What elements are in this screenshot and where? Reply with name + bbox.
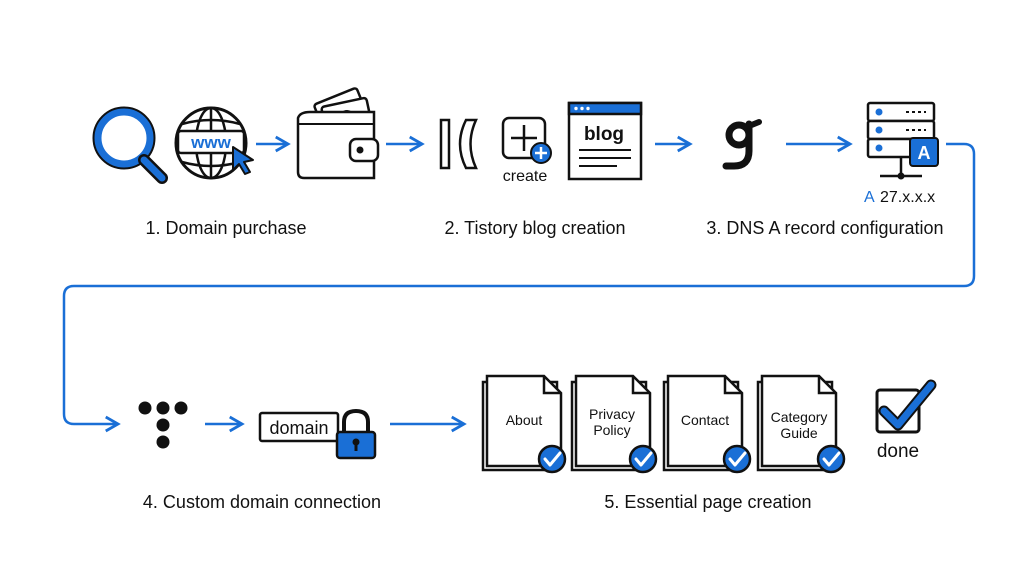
step-2-title: 2. Tistory blog creation [444, 218, 625, 238]
domain-lock-icon: domain [258, 408, 377, 460]
create-plus-icon [501, 116, 552, 164]
step-3-title: 3. DNS A record configuration [706, 218, 943, 238]
wallet-icon [296, 87, 380, 180]
create-label: create [503, 168, 548, 185]
step-4-title: 4. Custom domain connection [143, 492, 381, 512]
server-icon: A [866, 101, 939, 180]
done-checkbox-icon [875, 379, 937, 434]
magnifier-icon [92, 106, 168, 184]
tistory-logo-icon [439, 118, 478, 170]
done-label: done [877, 441, 919, 462]
step-5-title: 5. Essential page creation [604, 492, 811, 512]
a-record-type: A [864, 189, 875, 206]
blog-label: blog [584, 124, 624, 145]
globe-www-icon: www [174, 106, 254, 180]
blog-window-icon: blog [567, 101, 643, 181]
dots-logo-icon [138, 401, 188, 449]
a-record-value: 27.x.x.x [880, 189, 935, 206]
page-about: About [481, 374, 567, 474]
a-badge-text: A [918, 143, 931, 163]
www-text: www [190, 133, 231, 152]
step-1-title: 1. Domain purchase [145, 218, 306, 238]
page-contact: Contact [662, 374, 752, 474]
row-connector-arrow [62, 142, 976, 433]
page-contact-label: Contact [681, 412, 729, 428]
domain-label: domain [269, 418, 328, 438]
page-about-label: About [506, 412, 543, 428]
g-logo-icon [722, 119, 762, 170]
